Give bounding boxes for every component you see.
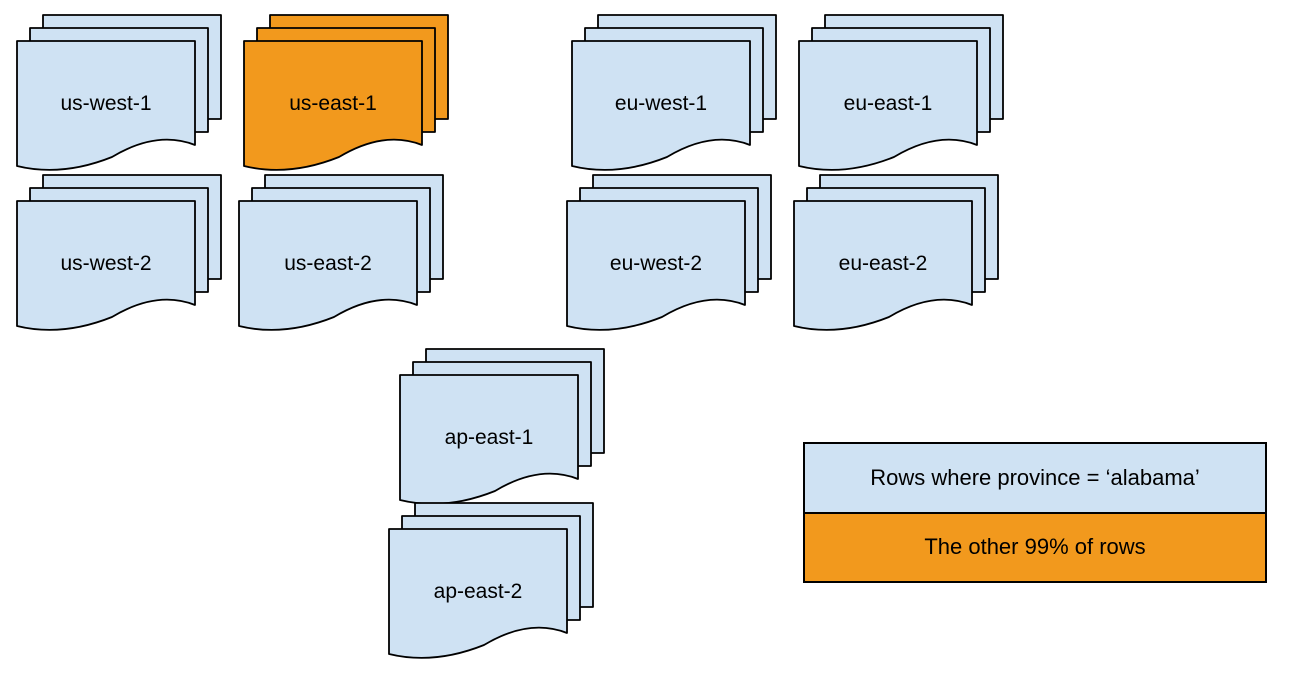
region-stack-ap-east-1: ap-east-1	[399, 348, 607, 508]
document-stack-icon: eu-east-2	[793, 174, 999, 331]
region-stack-us-east-1: us-east-1	[243, 14, 451, 174]
region-stack-ap-east-2: ap-east-2	[388, 502, 596, 662]
region-stack-us-west-2: us-west-2	[16, 174, 224, 334]
legend-item-matching-rows: Rows where province = ‘alabama’	[805, 444, 1265, 514]
document-page-front	[243, 40, 423, 171]
document-page-front	[566, 200, 746, 331]
document-stack-icon: ap-east-1	[399, 348, 605, 505]
document-stack-icon: us-east-1	[243, 14, 449, 171]
legend-item-label: Rows where province = ‘alabama’	[870, 464, 1200, 490]
region-label: eu-west-2	[610, 252, 702, 275]
legend-item-other-rows: The other 99% of rows	[805, 513, 1265, 581]
document-stack-icon: eu-east-1	[798, 14, 1004, 171]
document-stack-icon: ap-east-2	[388, 502, 594, 659]
region-stack-eu-east-1: eu-east-1	[798, 14, 1006, 174]
legend-item-label: The other 99% of rows	[924, 534, 1146, 560]
legend: Rows where province = ‘alabama’ The othe…	[803, 442, 1267, 583]
region-stack-eu-west-2: eu-west-2	[566, 174, 774, 334]
document-page-front	[798, 40, 978, 171]
document-page-front	[238, 200, 418, 331]
region-label: us-west-2	[60, 252, 151, 275]
document-page-front	[16, 40, 196, 171]
region-label: ap-east-1	[445, 426, 534, 449]
region-label: eu-west-1	[615, 92, 707, 115]
document-page-front	[793, 200, 973, 331]
region-label: us-west-1	[60, 92, 151, 115]
region-label: us-east-2	[284, 252, 372, 275]
document-page-front	[16, 200, 196, 331]
document-stack-icon: us-west-2	[16, 174, 222, 331]
region-label: us-east-1	[289, 92, 377, 115]
region-stack-eu-east-2: eu-east-2	[793, 174, 1001, 334]
region-label: eu-east-2	[839, 252, 928, 275]
document-stack-icon: eu-west-2	[566, 174, 772, 331]
region-stack-eu-west-1: eu-west-1	[571, 14, 779, 174]
document-stack-icon: eu-west-1	[571, 14, 777, 171]
document-stack-icon: us-west-1	[16, 14, 222, 171]
region-label: eu-east-1	[844, 92, 933, 115]
region-label: ap-east-2	[434, 580, 523, 603]
document-stack-icon: us-east-2	[238, 174, 444, 331]
region-stack-us-west-1: us-west-1	[16, 14, 224, 174]
document-page-front	[388, 528, 568, 659]
region-stack-us-east-2: us-east-2	[238, 174, 446, 334]
document-page-front	[571, 40, 751, 171]
